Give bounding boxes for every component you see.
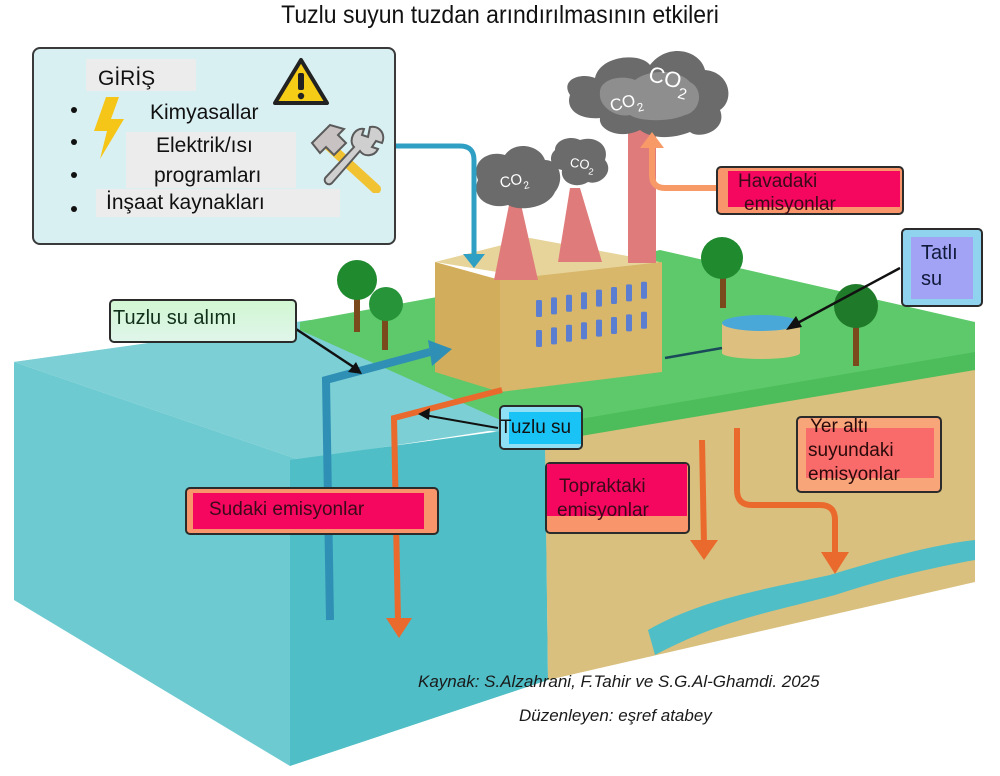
soil-emissions-text-2: emisyonlar [557, 500, 649, 521]
groundwater-emissions-fill [806, 428, 934, 478]
air-emission-arrowhead [640, 132, 664, 148]
inputs-panel: GİRİŞ Kimyasallar Elektrik/ısı programla… [32, 47, 396, 245]
soil-emission-arrow [699, 439, 707, 546]
factory-window [581, 322, 587, 340]
freshwater-tank-base [722, 347, 800, 359]
soil-emissions-text-1: Topraktaki [559, 476, 646, 497]
air-emissions-text-2: emisyonlar [744, 194, 836, 215]
bullet [71, 139, 77, 145]
groundwater-emissions-text-3: emisyonlar [808, 464, 900, 485]
brine-text: Tuzlu su [500, 417, 572, 438]
tree [834, 284, 878, 366]
item-highlight [96, 189, 340, 217]
sea-surface-main [14, 320, 560, 460]
water-emissions-fill [193, 493, 424, 529]
smokestack-2 [558, 188, 602, 262]
factory-windows [536, 281, 647, 347]
inputs-pipe [396, 143, 477, 255]
air-emissions-text-1: Havadaki [738, 171, 818, 192]
tree [701, 237, 743, 308]
freshwater-pipe [664, 346, 723, 360]
soil-emission-arrowhead [690, 540, 718, 560]
air-emissions-label: Havadaki emisyonlar [716, 166, 904, 215]
factory-left [435, 262, 500, 392]
fresh-water-label: Tatlı su [901, 228, 983, 307]
water-emissions-label: Sudaki emisyonlar [185, 487, 439, 535]
heading-highlight [86, 59, 196, 91]
brine-pointer [423, 414, 499, 429]
air-emission-arrow [649, 145, 716, 191]
factory-window [566, 324, 572, 342]
groundwater-emissions-text-2: suyundaki [808, 440, 894, 461]
smokestack-1 [494, 200, 538, 280]
soil-emissions-fill [547, 464, 687, 516]
hammer-wrench-icon [310, 123, 385, 193]
inputs-heading: GİRİŞ [98, 67, 156, 90]
bullet [71, 206, 77, 212]
inputs-arrowhead [463, 254, 485, 268]
factory-window [641, 281, 647, 299]
smoke-cloud-2 [550, 138, 609, 186]
co2-label-1: CO2 [498, 169, 530, 196]
factory-window [611, 317, 617, 334]
factory-window [596, 289, 602, 307]
saltwater-intake-text: Tuzlu su alımı [113, 307, 237, 329]
freshwater-tank-water [722, 315, 800, 331]
factory-window [536, 330, 542, 347]
groundwater-emission-arrow [734, 428, 838, 555]
discharge-arrowhead [386, 618, 412, 638]
diagram-title: Tuzlu suyun tuzdan arındırılmasının etki… [281, 1, 719, 29]
brine-pointer-head [418, 408, 430, 420]
fresh-water-fill [911, 237, 973, 299]
factory-window [626, 314, 632, 332]
input-item-electricity: Elektrik/ısı [156, 134, 253, 157]
input-item-construction: İnşaat kaynakları [106, 191, 265, 214]
factory-window [611, 287, 617, 304]
intake-arrowhead [428, 340, 452, 366]
factory-window [536, 300, 542, 317]
tree [337, 260, 377, 332]
intake-pointer [295, 327, 359, 372]
groundwater-stream [648, 540, 975, 655]
brine-label: Tuzlu su [499, 405, 583, 450]
smoke-cloud-3-inner [599, 71, 700, 121]
factory-window [581, 292, 587, 310]
co2-label-2: CO2 [569, 155, 596, 177]
factory-window [566, 294, 572, 312]
factory-window [551, 297, 557, 315]
factory-window [596, 319, 602, 337]
tree [369, 287, 403, 350]
saltwater-intake-label: Tuzlu su alımı [109, 299, 297, 343]
factory-window [551, 327, 557, 345]
editor-credit: Düzenleyen: eşref atabey [519, 706, 712, 725]
water-emissions-text: Sudaki emisyonlar [209, 499, 365, 520]
fresh-water-text-2: su [921, 268, 943, 290]
freshwater-pointer-head [786, 316, 802, 330]
factory-window [626, 284, 632, 302]
item-highlight [126, 132, 296, 188]
input-item-chemicals: Kimyasallar [150, 101, 259, 124]
sea-side-left [14, 362, 300, 766]
factory-window [641, 311, 647, 329]
bullet [71, 107, 77, 113]
intake-pipe [321, 348, 432, 621]
source-credit: Kaynak: S.Alzahrani, F.Tahir ve S.G.Al-G… [418, 672, 820, 691]
soil-emissions-label: Topraktaki emisyonlar [545, 462, 690, 534]
lightning-icon [94, 97, 124, 159]
intake-pointer-head [348, 362, 362, 374]
air-emissions-fill [728, 171, 900, 207]
input-item-programs: programları [154, 164, 262, 187]
smoke-cloud-1 [476, 145, 561, 209]
groundwater-emissions-label: Yer altı suyundaki emisyonlar [796, 416, 942, 493]
groundwater-emission-arrowhead [821, 552, 849, 574]
discharge-pipe [390, 387, 503, 623]
bullet [71, 172, 77, 178]
groundwater-emissions-text-1: Yer altı [810, 416, 869, 437]
fresh-water-text-1: Tatlı [921, 242, 958, 264]
brine-fill [509, 412, 581, 444]
warning-icon [273, 58, 329, 105]
freshwater-pointer [791, 266, 901, 328]
